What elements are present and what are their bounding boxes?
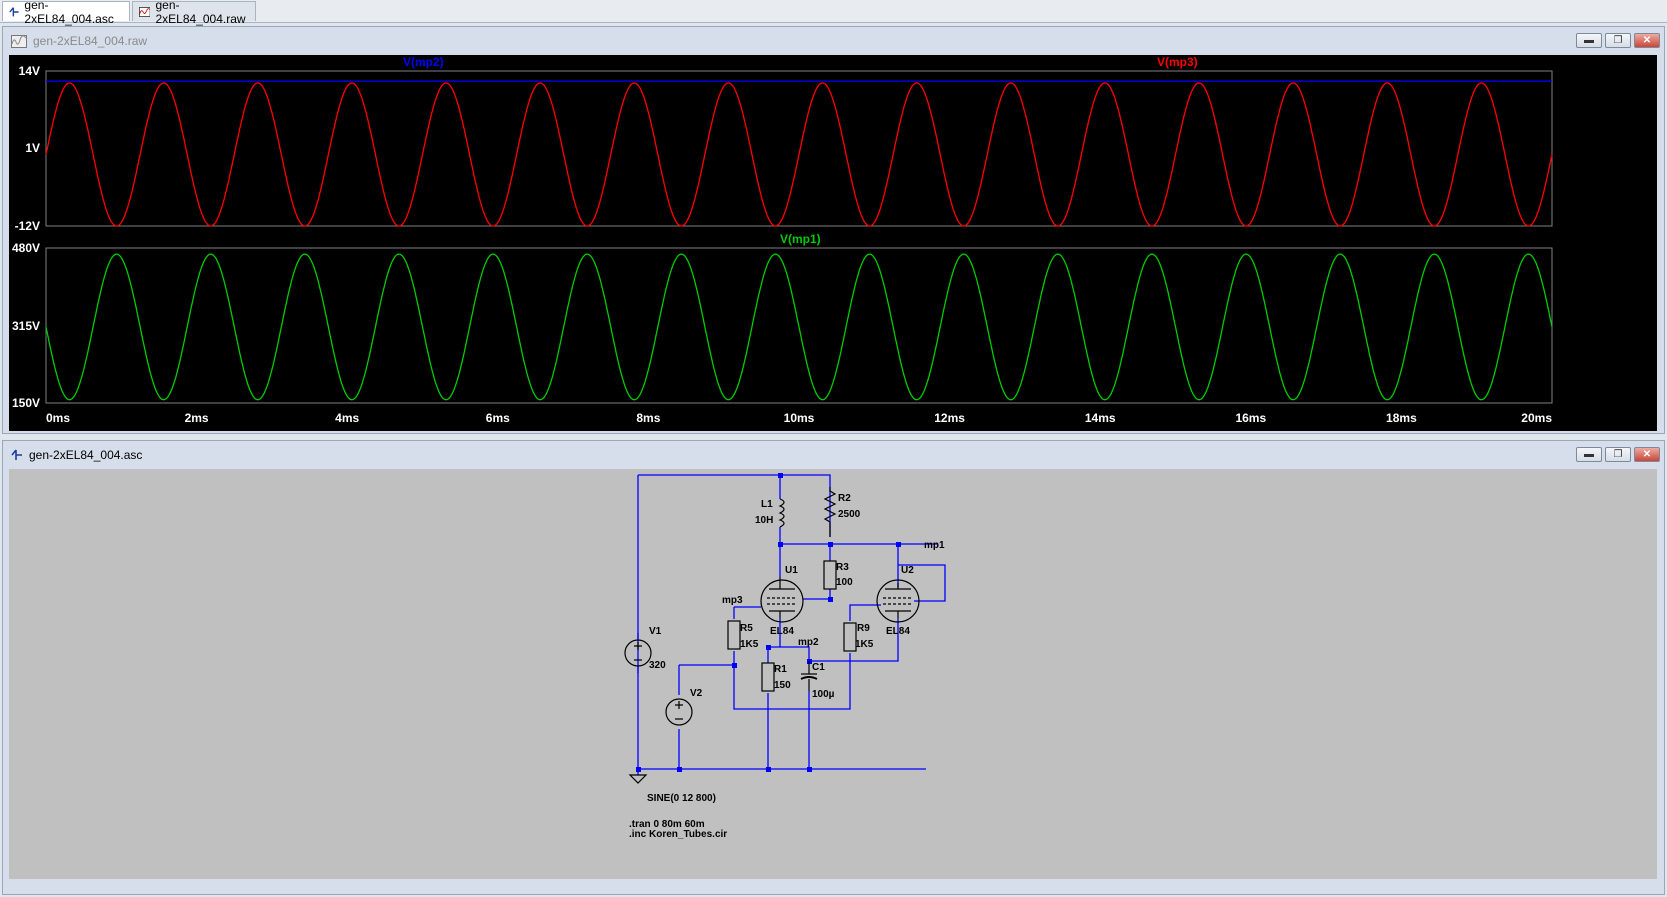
x-tick-label: 12ms — [934, 411, 965, 425]
y-tick-label: 1V — [25, 141, 40, 155]
x-tick-label: 0ms — [46, 411, 70, 425]
component-type: EL84 — [886, 626, 910, 637]
voltage-source-V1-symbol[interactable] — [624, 639, 652, 667]
component-label: V1 — [649, 626, 662, 637]
net-label-mp2[interactable]: mp2 — [798, 637, 819, 648]
schematic-icon — [11, 449, 22, 460]
capacitor-C1-symbol[interactable] — [800, 661, 818, 691]
restore-button[interactable]: ❐ — [1605, 33, 1631, 48]
y-tick-label: 315V — [12, 319, 40, 333]
component-label: L1 — [761, 499, 773, 510]
component-value: 10H — [755, 515, 773, 526]
restore-button[interactable]: ❐ — [1605, 447, 1631, 462]
tab-label: gen-2xEL84_004.asc — [24, 0, 114, 26]
x-tick-label: 4ms — [335, 411, 359, 425]
component-value: 320 — [649, 660, 666, 671]
restore-icon: ❐ — [1613, 35, 1623, 46]
voltage-source-V2-symbol[interactable] — [665, 698, 693, 726]
component-label: U2 — [901, 565, 914, 576]
component-label: R9 — [857, 623, 870, 634]
schematic-window-title: gen-2xEL84_004.asc — [29, 448, 143, 462]
tab-waveform[interactable]: gen-2xEL84_004.raw — [132, 0, 256, 26]
ground-icon[interactable] — [628, 774, 648, 784]
resistor-R5-symbol[interactable] — [727, 620, 741, 650]
component-label: R1 — [774, 664, 787, 675]
x-tick-label: 8ms — [636, 411, 660, 425]
resistor-R9-symbol[interactable] — [843, 622, 857, 652]
waveform-icon — [139, 6, 151, 17]
minimize-icon: ▬ — [1584, 449, 1594, 460]
waveform-plot[interactable]: V(mp2) V(mp3) 14V 1V -12V V(mp1) 480V 31… — [9, 55, 1657, 431]
schematic-drawing[interactable]: L1 10H R2 2500 R3 100 U1 EL84 — [9, 469, 1657, 879]
legend-vmp1[interactable]: V(mp1) — [780, 232, 821, 246]
legend-vmp3[interactable]: V(mp3) — [1157, 55, 1198, 69]
pane-top-frame — [45, 70, 1553, 227]
schematic-window[interactable]: gen-2xEL84_004.asc ▬ ❐ ✕ — [2, 440, 1665, 895]
component-label: V2 — [690, 688, 703, 699]
component-label: R3 — [836, 562, 849, 573]
component-label: R5 — [740, 623, 753, 634]
y-tick-label: 480V — [12, 241, 40, 255]
wires — [637, 474, 946, 775]
component-label: U1 — [785, 565, 798, 576]
close-icon: ✕ — [1642, 35, 1652, 46]
minimize-button[interactable]: ▬ — [1576, 447, 1602, 462]
x-tick-label: 20ms — [1521, 411, 1552, 425]
component-label: C1 — [812, 662, 825, 673]
schematic-icon — [9, 6, 19, 16]
schematic-window-titlebar[interactable]: gen-2xEL84_004.asc — [3, 441, 1664, 469]
waveform-window[interactable]: gen-2xEL84_004.raw ▬ ❐ ✕ V(mp2) V(mp3) 1… — [2, 26, 1665, 434]
inductor-L1-symbol[interactable] — [778, 498, 785, 528]
component-type: EL84 — [770, 626, 794, 637]
net-label-mp1[interactable]: mp1 — [924, 540, 945, 551]
tran-directive[interactable]: .tran 0 80m 60m — [629, 819, 705, 830]
waveform-window-titlebar[interactable]: gen-2xEL84_004.raw — [3, 27, 1664, 55]
resistor-R2-symbol[interactable] — [823, 487, 837, 537]
component-value: 100 — [836, 577, 853, 588]
component-label: R2 — [838, 493, 851, 504]
trace-vmp3 — [45, 82, 1553, 227]
y-tick-label: -12V — [15, 219, 40, 233]
schematic-canvas[interactable]: L1 10H R2 2500 R3 100 U1 EL84 — [9, 469, 1657, 879]
close-icon: ✕ — [1642, 449, 1652, 460]
component-value: 100µ — [812, 689, 835, 700]
close-button[interactable]: ✕ — [1634, 33, 1660, 48]
tab-schematic[interactable]: gen-2xEL84_004.asc — [2, 0, 130, 26]
tube-U2-symbol[interactable] — [876, 579, 920, 623]
x-tick-label: 10ms — [784, 411, 815, 425]
x-tick-label: 14ms — [1085, 411, 1116, 425]
waveform-window-title: gen-2xEL84_004.raw — [33, 34, 148, 48]
component-value: 2500 — [838, 509, 861, 520]
minimize-button[interactable]: ▬ — [1576, 33, 1602, 48]
component-value: 1K5 — [740, 639, 759, 650]
y-tick-label: 14V — [19, 64, 40, 78]
x-tick-label: 2ms — [185, 411, 209, 425]
legend-vmp2[interactable]: V(mp2) — [403, 55, 444, 69]
x-tick-label: 18ms — [1386, 411, 1417, 425]
trace-vmp1 — [45, 253, 1553, 401]
sine-source-directive[interactable]: SINE(0 12 800) — [647, 793, 716, 804]
x-tick-label: 16ms — [1235, 411, 1266, 425]
y-tick-label: 150V — [12, 396, 40, 410]
minimize-icon: ▬ — [1584, 35, 1594, 46]
document-tab-bar: gen-2xEL84_004.asc gen-2xEL84_004.raw — [0, 0, 1667, 26]
waveform-plot-area[interactable]: V(mp2) V(mp3) 14V 1V -12V V(mp1) 480V 31… — [9, 55, 1657, 431]
tab-label: gen-2xEL84_004.raw — [155, 0, 246, 26]
x-tick-label: 6ms — [486, 411, 510, 425]
tube-U1-symbol[interactable] — [760, 577, 804, 623]
resistor-R3-symbol[interactable] — [823, 560, 837, 590]
waveform-icon — [11, 34, 27, 48]
component-value: 1K5 — [855, 639, 874, 650]
resistor-R1-symbol[interactable] — [761, 662, 775, 692]
close-button[interactable]: ✕ — [1634, 447, 1660, 462]
component-value: 150 — [774, 680, 791, 691]
include-directive[interactable]: .inc Koren_Tubes.cir — [629, 829, 727, 840]
restore-icon: ❐ — [1613, 449, 1623, 460]
net-label-mp3[interactable]: mp3 — [722, 595, 743, 606]
